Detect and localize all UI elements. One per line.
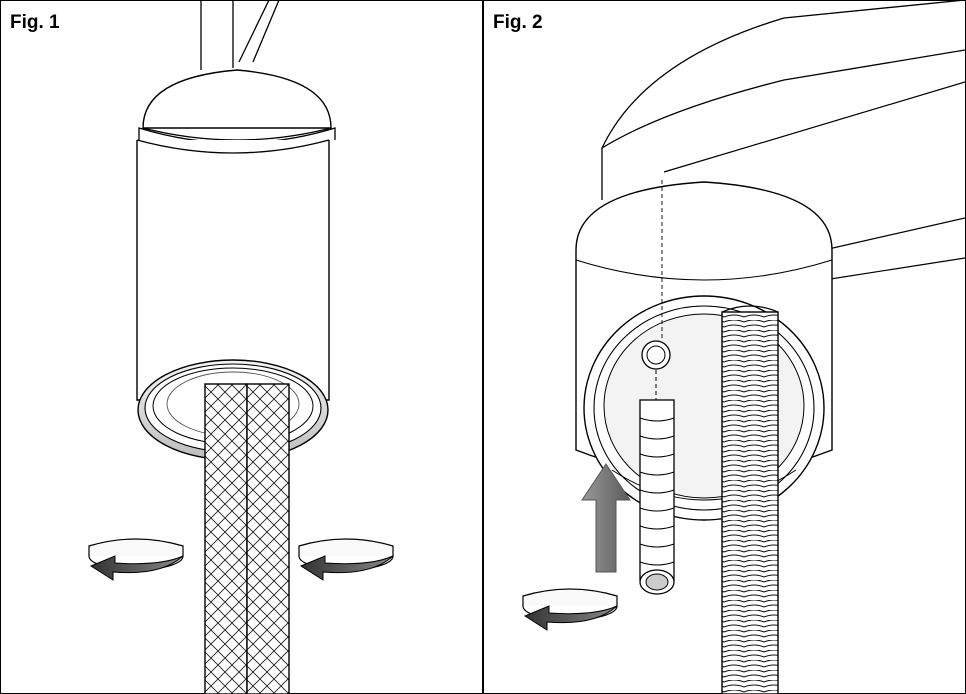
faucet-arm bbox=[601, 0, 965, 281]
figure-2-panel: Fig. 2 bbox=[484, 0, 965, 694]
figure-1-label: Fig. 1 bbox=[10, 12, 60, 33]
arrow-up-icon bbox=[581, 463, 631, 573]
coiled-hose bbox=[721, 305, 779, 694]
spout-body bbox=[136, 139, 330, 401]
figure-1-drawing bbox=[88, 0, 394, 694]
rotate-arrow-icon bbox=[522, 588, 618, 631]
short-hose bbox=[639, 399, 675, 595]
rotate-arrow-icon bbox=[298, 538, 394, 581]
figure-2-label: Fig. 2 bbox=[493, 12, 543, 33]
panel-divider bbox=[482, 0, 484, 694]
figure-1-panel: Fig. 1 bbox=[1, 0, 482, 694]
figure-2-drawing bbox=[522, 0, 965, 694]
spout-cap bbox=[138, 69, 336, 144]
rotate-arrow-icon bbox=[88, 538, 184, 581]
hose-port bbox=[641, 180, 671, 400]
faucet-stem bbox=[200, 0, 280, 70]
spout-head bbox=[575, 181, 833, 521]
braided-hoses bbox=[204, 383, 290, 694]
